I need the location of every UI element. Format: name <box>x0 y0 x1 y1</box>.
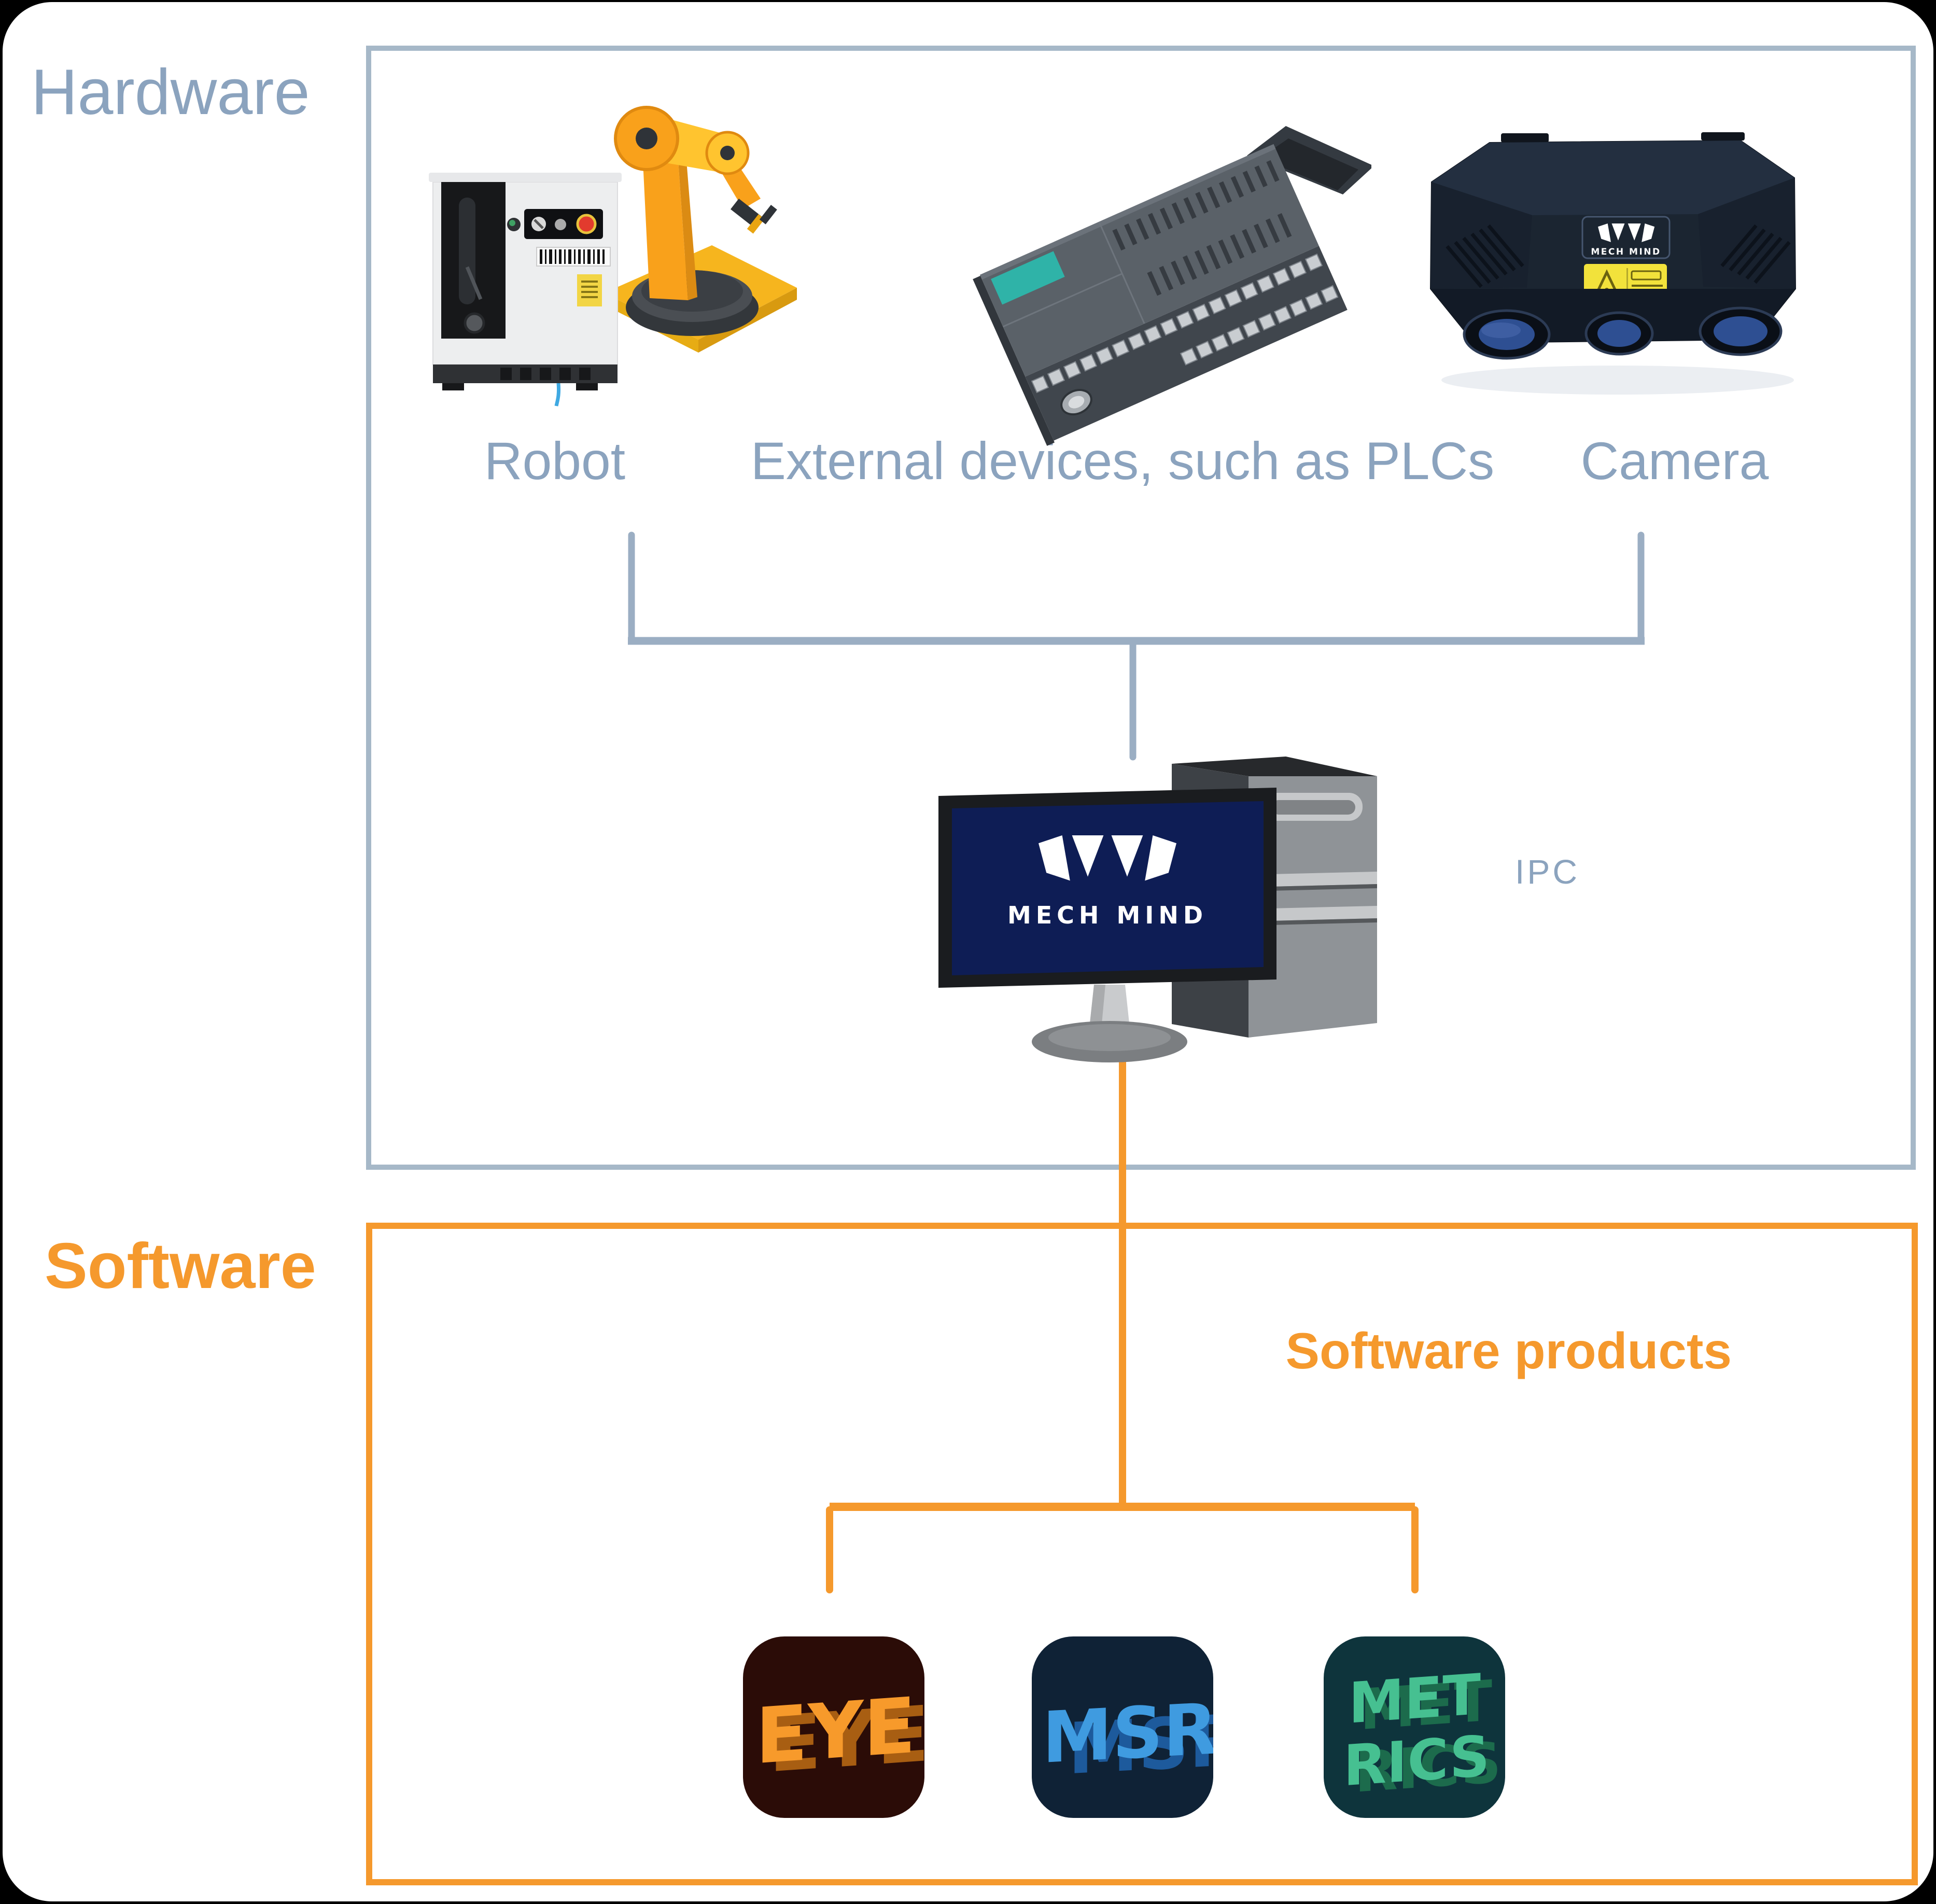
camera-side-grille <box>1446 224 1791 288</box>
mech-metrics-icon: MET MET RICS RICS <box>1324 1636 1505 1818</box>
camera-image: MECH MIND <box>1429 132 1797 395</box>
plc-brand-label <box>991 251 1065 305</box>
plc-flap-inner <box>1260 138 1358 190</box>
hardware-section-box <box>366 46 1916 1170</box>
plc-image <box>973 126 1371 446</box>
software-products-label: Software products <box>1285 1322 1732 1379</box>
metrics-line1-shadow: MET <box>1360 1668 1492 1743</box>
ipc-image: MECH MIND <box>938 757 1377 1062</box>
software-section-title: Software <box>45 1230 316 1302</box>
hardware-section-title: Hardware <box>31 57 310 128</box>
camera-logo-text: MECH MIND <box>1591 247 1661 257</box>
robot-controller-cabinet <box>429 173 622 407</box>
monitor-screen <box>952 801 1264 975</box>
screen-logo-text: MECH MIND <box>1007 901 1208 929</box>
robot-image <box>429 106 797 407</box>
plc-terminal-blocks <box>1031 253 1339 394</box>
warning-sticker <box>577 274 602 306</box>
camera-lenses <box>1463 306 1783 360</box>
eye-letters-shadow: EYE <box>769 1689 924 1789</box>
ipc-label: IPC <box>1515 852 1580 891</box>
software-section-box <box>366 1223 1918 1885</box>
plc-vents <box>1112 160 1292 296</box>
metrics-line1: MET <box>1349 1662 1481 1737</box>
msr-letters-shadow: MSR <box>1068 1700 1213 1791</box>
mech-eye-icon: EYE EYE <box>743 1636 924 1818</box>
mech-mind-logo-icon <box>1598 223 1655 242</box>
mech-mind-logo-icon <box>1039 835 1176 881</box>
external-devices-label: External devices, such as PLCs <box>750 431 1495 491</box>
robot-label: Robot <box>484 431 626 491</box>
robot-arm <box>604 106 797 353</box>
mech-msr-icon: MSR MSR <box>1032 1636 1213 1818</box>
camera-label: Camera <box>1580 431 1769 491</box>
metrics-line2-shadow: RICS <box>1355 1730 1501 1805</box>
eye-letters: EYE <box>755 1681 916 1781</box>
barcode-sticker <box>536 247 611 267</box>
ipc-monitor: MECH MIND <box>938 788 1276 1062</box>
camera-logo-plate: MECH MIND <box>1581 216 1671 259</box>
plc-body <box>973 144 1348 446</box>
msr-letters: MSR <box>1042 1688 1213 1780</box>
metrics-line2: RICS <box>1343 1724 1490 1799</box>
